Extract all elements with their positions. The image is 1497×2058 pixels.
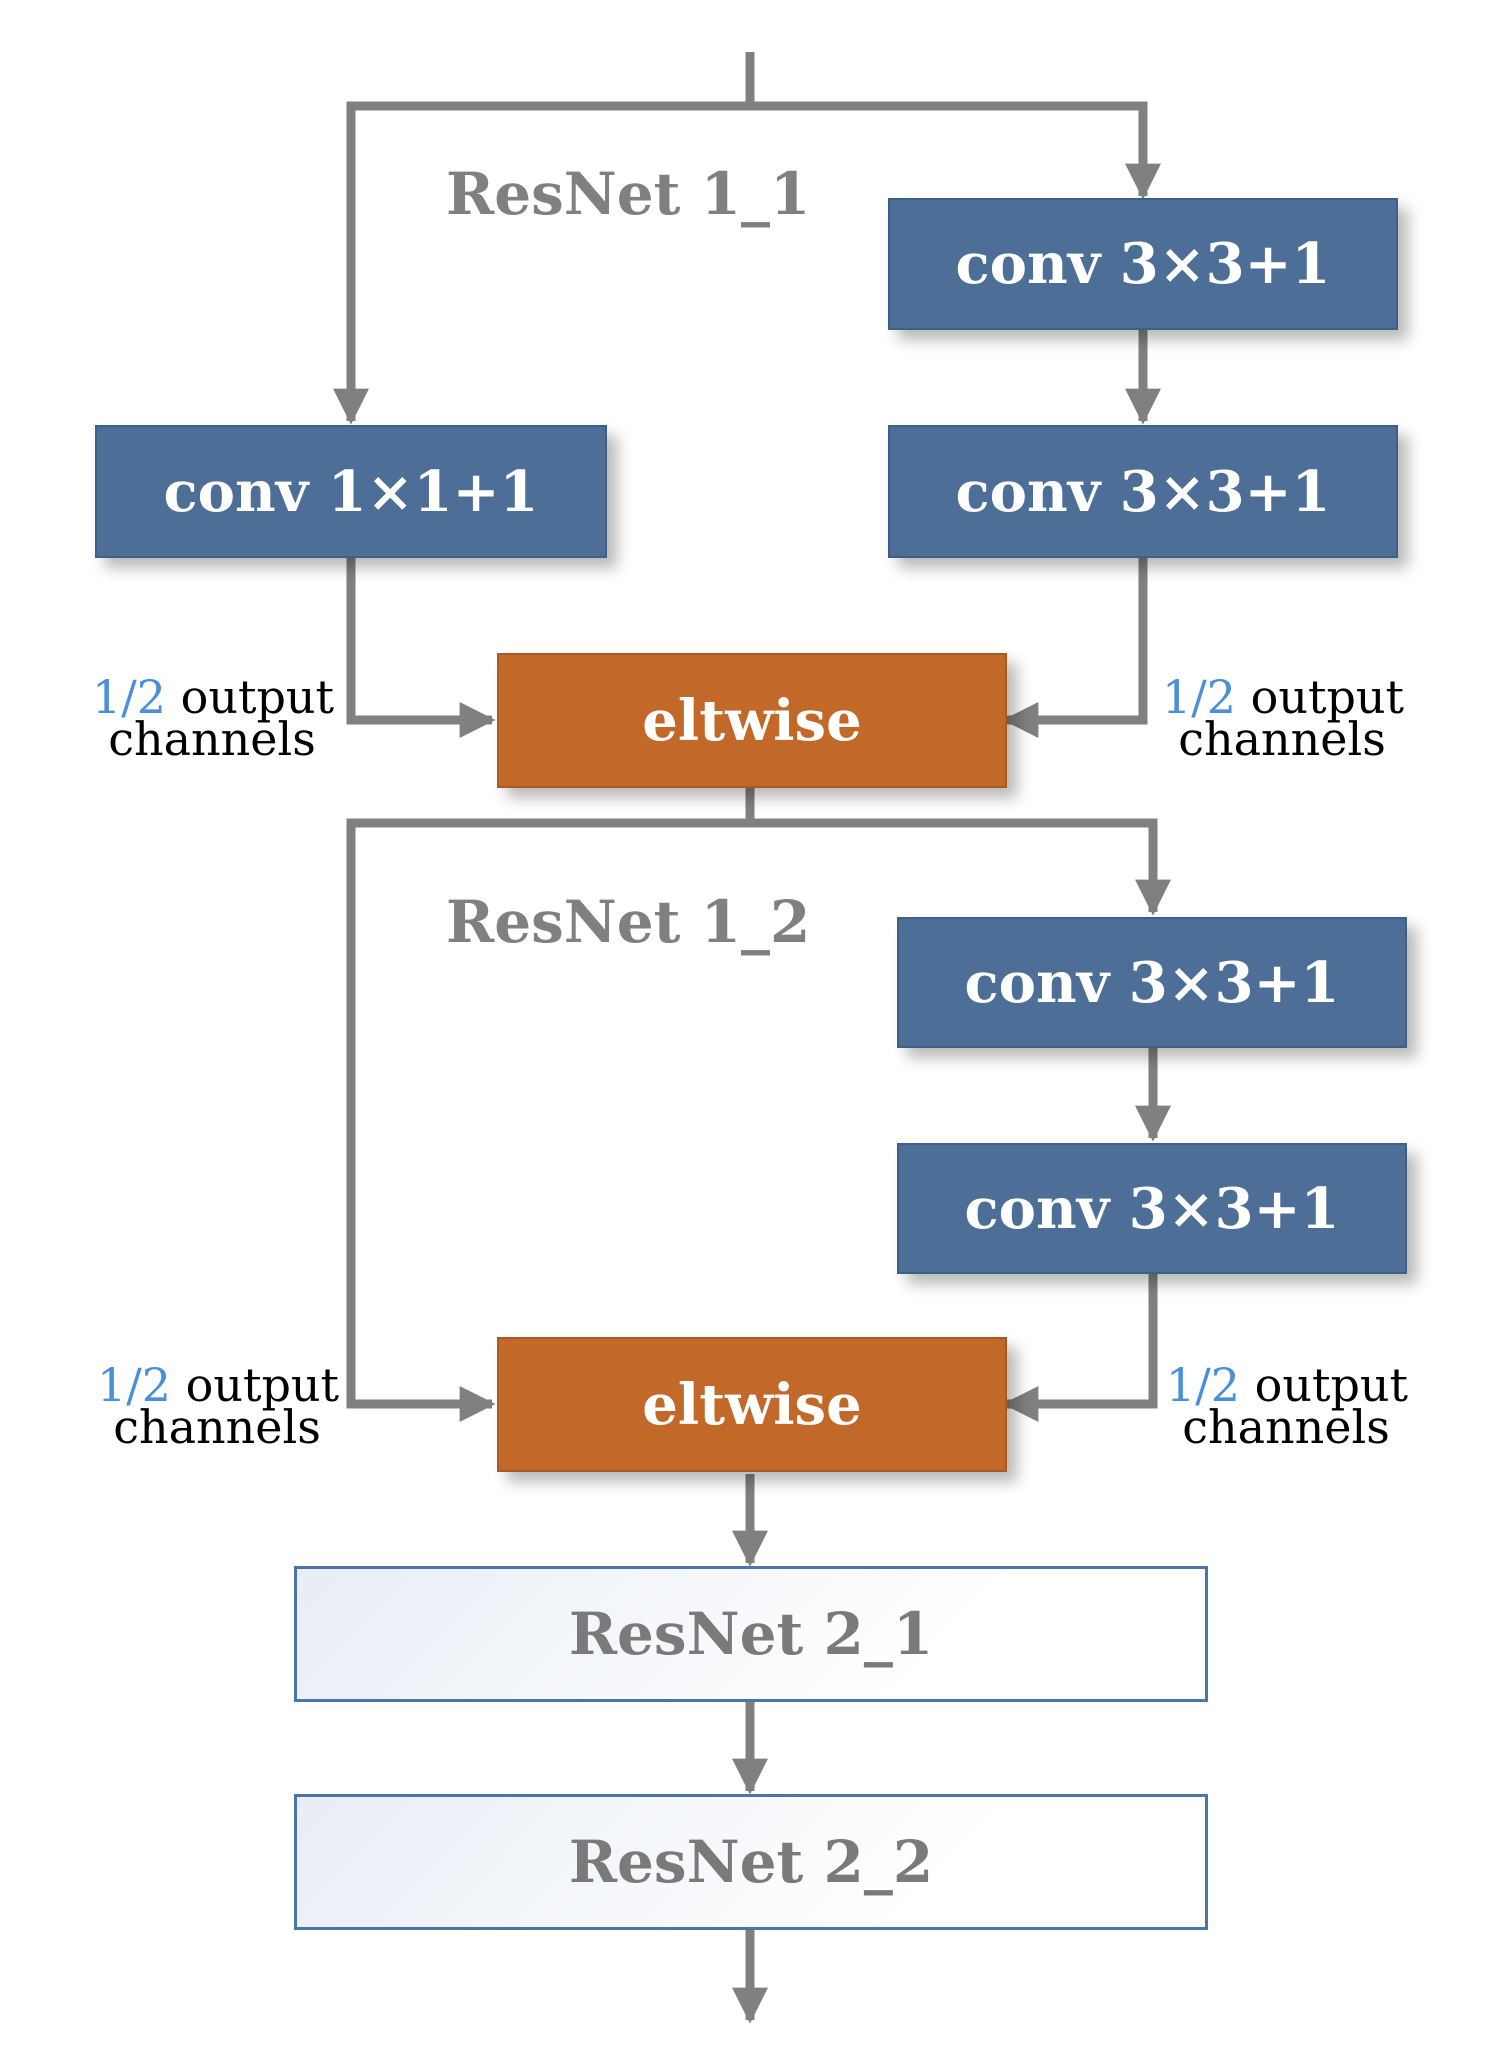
arrow-split-right xyxy=(750,101,1161,200)
conv-label: conv 1×1+1 xyxy=(163,458,539,525)
channels-text: channels xyxy=(108,712,316,766)
conv-box-s1-right-bottom: conv 3×3+1 xyxy=(888,425,1398,558)
channels-label-s1-left: 1/2 output channels xyxy=(92,674,334,766)
eltwise-label: eltwise xyxy=(642,687,862,754)
fraction-text: 1/2 xyxy=(1166,1358,1241,1412)
fraction-text: 1/2 xyxy=(92,670,167,724)
conv-box-s2-right-top: conv 3×3+1 xyxy=(897,917,1407,1048)
channels-text: channels xyxy=(1178,712,1386,766)
block-label: ResNet 2_1 xyxy=(568,1600,934,1668)
channels-label-s2-right: 1/2 output channels xyxy=(1166,1362,1408,1454)
conv-label: conv 3×3+1 xyxy=(964,949,1340,1016)
output-text: output xyxy=(180,670,335,724)
output-text: output xyxy=(185,1358,340,1412)
resnet-block-2-2: ResNet 2_2 xyxy=(294,1794,1208,1930)
block-label: ResNet 2_2 xyxy=(568,1828,934,1896)
conv-label: conv 3×3+1 xyxy=(955,231,1331,297)
conv-box-s1-left: conv 1×1+1 xyxy=(95,425,607,558)
eltwise-box-s1: eltwise xyxy=(497,653,1007,788)
arrow-split2-left xyxy=(346,818,750,1422)
conv-box-s1-right-top: conv 3×3+1 xyxy=(888,198,1398,330)
output-text: output xyxy=(1250,670,1405,724)
arrow-split-left xyxy=(333,101,750,425)
resnet-block-2-1: ResNet 2_1 xyxy=(294,1566,1208,1702)
eltwise-box-s2: eltwise xyxy=(497,1337,1007,1472)
section-label-resnet-1-2: ResNet 1_2 xyxy=(446,888,811,956)
fraction-text: 1/2 xyxy=(1162,670,1237,724)
arrow-left-to-eltwise1 xyxy=(346,558,496,738)
arrow-right-to-eltwise1 xyxy=(1002,558,1148,738)
eltwise-label: eltwise xyxy=(642,1371,862,1438)
channels-text: channels xyxy=(113,1400,321,1454)
channels-text: channels xyxy=(1182,1400,1390,1454)
arrow-right-to-eltwise2 xyxy=(1002,1274,1158,1422)
channels-label-s1-right: 1/2 output channels xyxy=(1162,674,1404,766)
section-label-resnet-1-1: ResNet 1_1 xyxy=(446,160,811,228)
fraction-text: 1/2 xyxy=(97,1358,172,1412)
output-text: output xyxy=(1254,1358,1409,1412)
arrow-split2-right xyxy=(750,818,1171,916)
channels-label-s2-left: 1/2 output channels xyxy=(97,1362,339,1454)
conv-label: conv 3×3+1 xyxy=(955,458,1331,525)
conv-box-s2-right-bottom: conv 3×3+1 xyxy=(897,1143,1407,1274)
conv-label: conv 3×3+1 xyxy=(964,1175,1340,1242)
